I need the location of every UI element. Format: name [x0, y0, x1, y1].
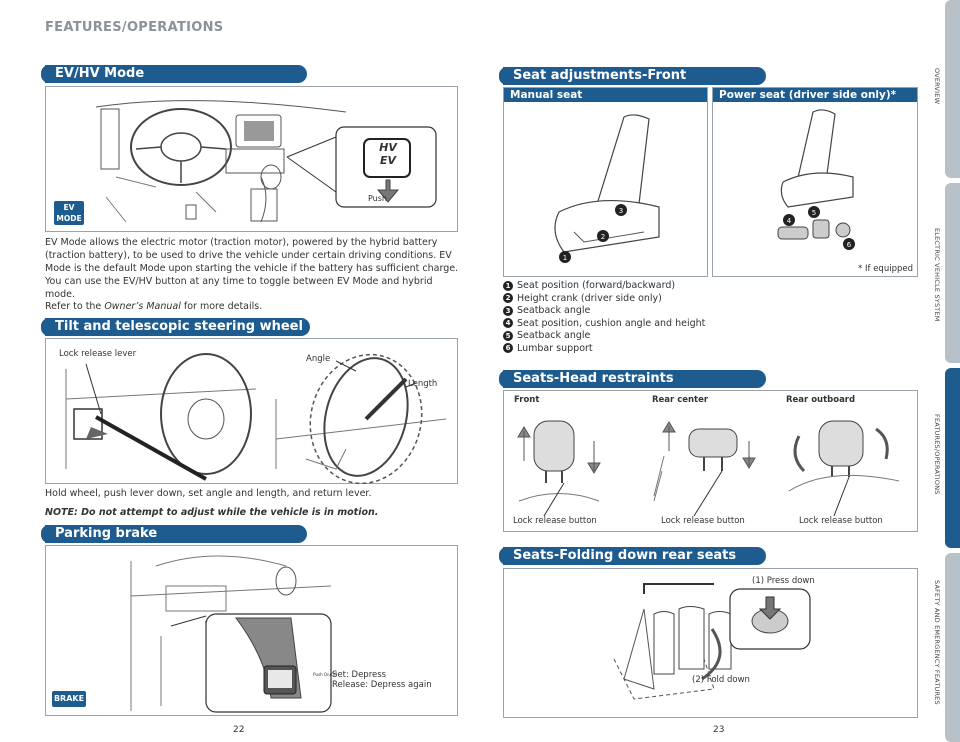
press-down-label: (1) Press down [752, 576, 815, 586]
pedal-label: Push On/Off [313, 672, 337, 677]
section-heading-steering: Tilt and telescopic steering wheel [41, 318, 310, 336]
length-label: Length [408, 379, 438, 389]
power-seat-panel: Power seat (driver side only)* 4 5 6 * I… [712, 87, 918, 277]
list-item: 6 Lumbar support [503, 343, 803, 356]
parking-brake-illustration: Push On/Off Set: Depress Release: Depres… [45, 545, 458, 716]
page-number-right: 23 [713, 725, 725, 735]
tab-label-ev-system: ELECTRIC VEHICLE SYSTEM [933, 228, 941, 322]
tab-safety-emergency[interactable] [945, 553, 960, 742]
svg-text:2: 2 [601, 233, 605, 241]
item-number: 4 [503, 318, 513, 328]
tab-label-overview: OVERVIEW [933, 68, 941, 105]
item-number: 5 [503, 330, 513, 341]
section-heading-folding-seats: Seats-Folding down rear seats [499, 547, 766, 565]
item-number: 6 [503, 343, 513, 353]
list-item: 3 Seatback angle [503, 305, 803, 318]
tab-label-safety: SAFETY AND EMERGENCY FEATURES [933, 580, 941, 705]
item-text: Seat position, cushion angle and height [517, 317, 706, 329]
tab-electric-vehicle-system[interactable] [945, 183, 960, 363]
push-label: Push [368, 194, 387, 203]
refer-manual: Owner’s Manual [104, 301, 181, 312]
list-item: 4 Seat position, cushion angle and height [503, 318, 803, 331]
page-header: FEATURES/OPERATIONS [45, 20, 224, 35]
fold-down-label: (2) Fold down [692, 675, 750, 685]
parking-release-text: Release: Depress again [332, 680, 432, 690]
manual-seat-panel: Manual seat 3 2 1 [503, 87, 708, 277]
ev-mode-badge: EV MODE [54, 201, 84, 225]
power-seat-label: Power seat (driver side only)* [713, 88, 917, 102]
col-rear-outboard-label: Rear outboard [786, 395, 856, 405]
item-number: 2 [503, 293, 513, 303]
seat-adjust-list: 1 Seat position (forward/backward) 2 Heigh… [503, 280, 803, 355]
item-text: Seat position (forward/backward) [517, 280, 676, 291]
item-number: 3 [503, 305, 513, 316]
angle-label: Angle [306, 354, 331, 364]
lock-release-button-front: Lock release button [513, 516, 597, 526]
page-number-left: 22 [233, 725, 245, 735]
item-text: Seatback angle [517, 305, 591, 316]
manual-seat-label: Manual seat [504, 88, 707, 102]
steering-note: NOTE: Do not attempt to adjust while the… [45, 507, 379, 518]
ev-mode-refer: Refer to the Owner’s Manual for more det… [45, 300, 459, 313]
steering-illustration: Lock release lever Angle Length [45, 338, 458, 485]
section-heading-head-restraints: Seats-Head restraints [499, 370, 766, 388]
ev-mode-illustration: HV EV Push EV MODE [45, 86, 458, 232]
if-equipped-note: * If equipped [858, 264, 913, 274]
refer-prefix: Refer to the [45, 301, 105, 312]
item-text: Height crank (driver side only) [517, 292, 662, 304]
item-text: Lumbar support [517, 342, 593, 354]
col-rear-center-label: Rear center [652, 395, 709, 405]
folding-seats-illustration: (1) Press down (2) Fold down [503, 568, 918, 718]
section-heading-ev-mode: EV/HV Mode [41, 65, 307, 83]
brake-badge: BRAKE [52, 691, 86, 707]
section-heading-parking-brake: Parking brake [41, 525, 307, 543]
svg-text:3: 3 [619, 207, 623, 215]
parking-set-text: Set: Depress [332, 670, 387, 680]
refer-suffix: for more details. [180, 301, 263, 312]
svg-text:4: 4 [787, 217, 792, 225]
list-item: 5 Seatback angle [503, 330, 803, 343]
steering-description: Hold wheel, push lever down, set angle a… [45, 488, 372, 499]
lock-release-lever-label: Lock release lever [59, 349, 137, 359]
list-item: 1 Seat position (forward/backward) [503, 280, 803, 293]
item-number: 1 [503, 280, 513, 291]
tab-label-features: FEATURES/OPERATIONS [933, 414, 941, 495]
tab-features-operations[interactable] [945, 368, 960, 548]
lock-release-button-rear-outboard: Lock release button [799, 516, 883, 526]
list-item: 2 Height crank (driver side only) [503, 293, 803, 306]
col-front-label: Front [514, 395, 540, 405]
ev-hv-button: HV EV [379, 141, 397, 167]
section-heading-seat-front: Seat adjustments-Front [499, 67, 766, 85]
svg-text:6: 6 [847, 241, 852, 249]
item-text: Seatback angle [517, 330, 591, 341]
lock-release-button-rear-center: Lock release button [661, 516, 745, 526]
ev-mode-description: EV Mode allows the electric motor (tract… [45, 237, 459, 300]
svg-text:1: 1 [563, 254, 567, 262]
head-restraints-illustration: Front Rear center Rear outboard Lock rel… [503, 390, 918, 532]
svg-text:5: 5 [812, 209, 816, 217]
tab-overview[interactable] [945, 0, 960, 178]
